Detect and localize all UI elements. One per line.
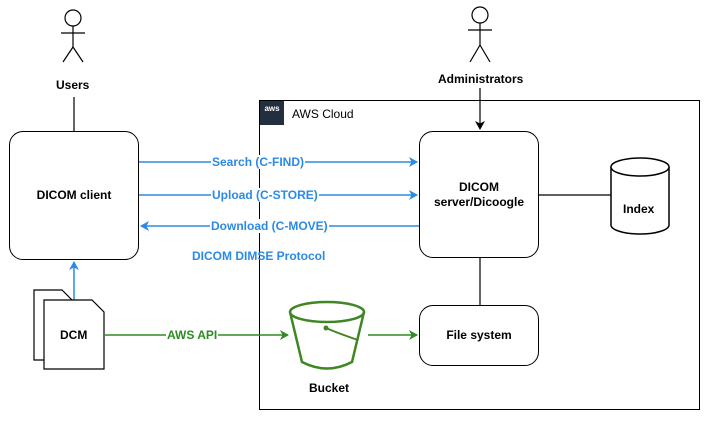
- administrators-actor-icon: [468, 6, 492, 63]
- users-actor-icon: [61, 9, 85, 63]
- aws-api-edge-label: AWS API: [166, 328, 219, 342]
- aws-cloud-title: AWS Cloud: [292, 107, 354, 121]
- file-system-label: File system: [446, 328, 512, 342]
- aws-logo-text: aws: [264, 104, 280, 113]
- index-cylinder: [610, 157, 670, 235]
- search-edge-label: Search (C-FIND): [211, 155, 306, 169]
- administrators-label: Administrators: [438, 72, 524, 86]
- dicom-server-label-line1: DICOM: [459, 179, 499, 194]
- aws-logo-tile: [260, 101, 284, 125]
- dicom-server-node[interactable]: DICOM server/Dicoogle: [419, 131, 539, 258]
- index-label: Index: [623, 202, 655, 216]
- dcm-document-stack: [33, 289, 105, 370]
- bucket-icon: [288, 300, 366, 370]
- dicom-client-node[interactable]: DICOM client: [9, 131, 139, 260]
- upload-edge-label: Upload (C-STORE): [211, 188, 319, 202]
- download-edge-label: Download (C-MOVE): [210, 219, 329, 233]
- dicom-client-label: DICOM client: [36, 188, 112, 202]
- aws-logo: aws: [260, 104, 284, 113]
- users-label: Users: [56, 78, 90, 92]
- dcm-label: DCM: [60, 328, 88, 342]
- bucket-label: Bucket: [309, 381, 350, 395]
- file-system-node[interactable]: File system: [419, 305, 539, 366]
- dimse-protocol-label: DICOM DIMSE Protocol: [192, 249, 326, 263]
- dicom-server-label-line2: server/Dicoogle: [433, 194, 525, 209]
